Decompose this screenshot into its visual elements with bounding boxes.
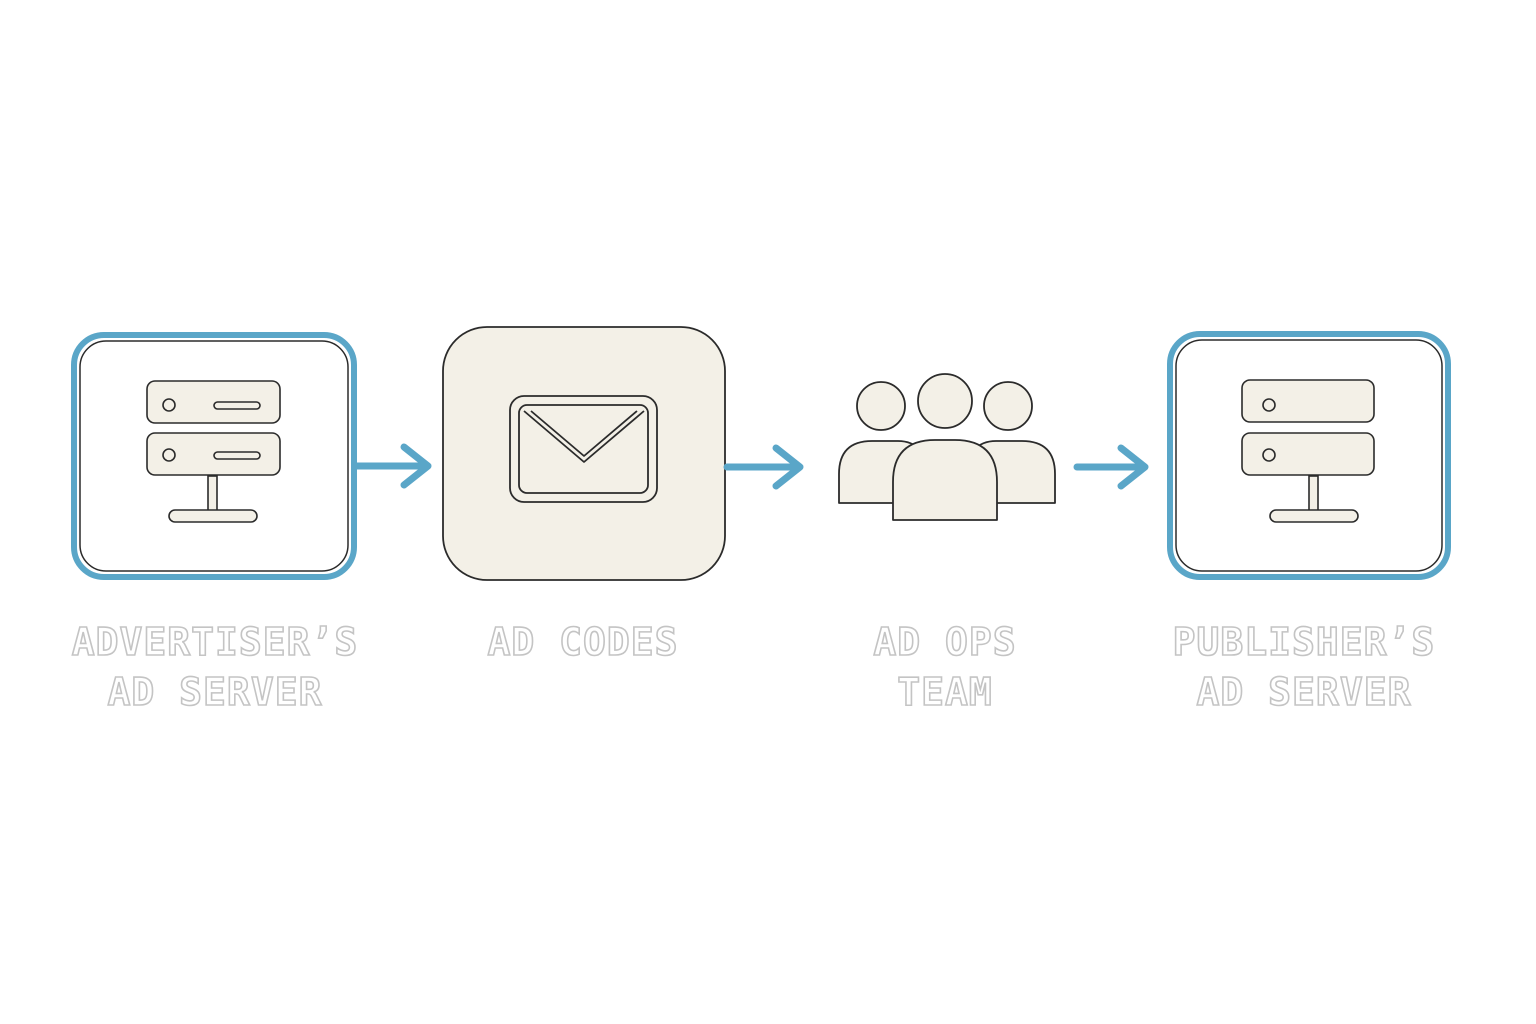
publisher-ad-server-label: PUBLISHER’S AD SERVER — [1094, 617, 1514, 717]
publisher-label-line1: PUBLISHER’S — [1172, 619, 1436, 665]
publisher-label-line2: AD SERVER — [1196, 669, 1412, 715]
server-icon — [1241, 379, 1375, 523]
ad-codes-node — [442, 326, 726, 581]
team-icon — [838, 373, 1056, 521]
ad-ops-team-node — [838, 373, 1056, 521]
advertiser-label-line2: AD SERVER — [107, 669, 323, 715]
advertiser-ad-server-label: ADVERTISER’S AD SERVER — [5, 617, 425, 717]
ad-ops-label-line1: AD OPS — [873, 619, 1017, 665]
envelope-icon — [509, 395, 658, 503]
ad-ops-label-line2: TEAM — [896, 669, 993, 715]
arrow-ad-codes-to-ad-ops — [723, 444, 804, 490]
arrow-advertiser-to-ad-codes — [352, 443, 432, 489]
ad-ops-team-label: AD OPS TEAM — [735, 617, 1155, 717]
advertiser-label-line1: ADVERTISER’S — [71, 619, 359, 665]
server-icon — [146, 380, 281, 523]
ad-codes-label: AD CODES — [373, 617, 793, 667]
publisher-ad-server-node — [1167, 331, 1451, 580]
ad-codes-label-line1: AD CODES — [487, 619, 679, 665]
arrow-ad-ops-to-publisher — [1073, 444, 1149, 490]
advertiser-ad-server-node — [71, 332, 357, 580]
